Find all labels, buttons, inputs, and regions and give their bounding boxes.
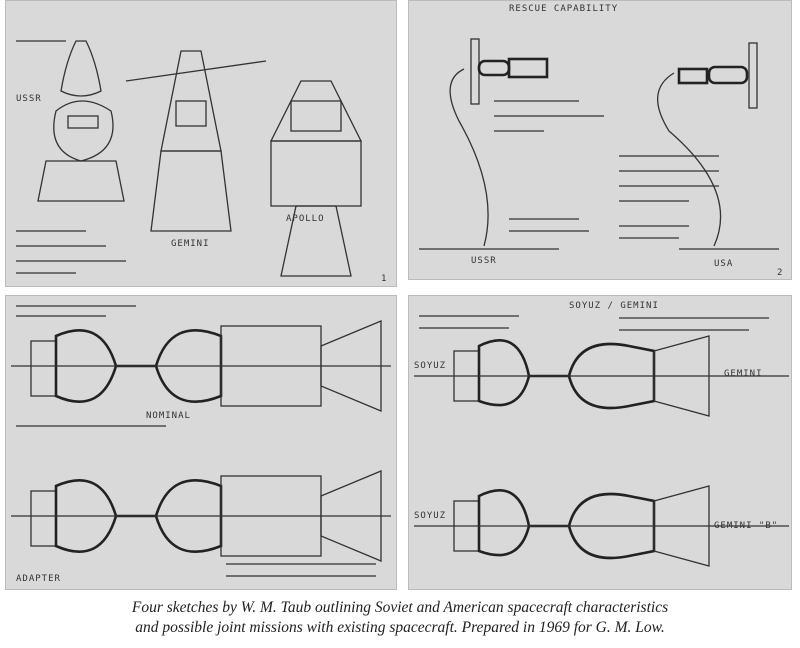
- caption-line-1: Four sketches by W. M. Taub outlining So…: [131, 599, 669, 616]
- page-number: 1: [381, 274, 387, 284]
- label-gemini-b: GEMINI "B": [714, 521, 778, 531]
- label-gemini: GEMINI: [724, 369, 763, 379]
- sketch-spacecraft-comparison: USSR GEMINI APOLLO 1: [5, 0, 397, 287]
- sketch-drawing: RESCUE CAPABILITY USSR USA 2: [419, 4, 783, 278]
- caption-line-2: and possible joint missions with existin…: [135, 619, 665, 636]
- label-nominal: NOMINAL: [146, 411, 191, 421]
- label-ussr: USSR: [16, 94, 42, 104]
- label-gemini: GEMINI: [171, 239, 210, 249]
- sketch-drawing: SOYUZ / GEMINI SOYUZ GEMINI SOYUZ GEMINI…: [414, 301, 789, 567]
- label-apollo: APOLLO: [286, 214, 325, 224]
- label-soyuz: SOYUZ: [414, 361, 446, 371]
- figure-caption: Four sketches by W. M. Taub outlining So…: [0, 598, 800, 638]
- sketch-drawing: NOMINAL ADAPTER: [11, 305, 391, 584]
- sketch-heading: RESCUE CAPABILITY: [509, 4, 618, 14]
- sketch-heading: SOYUZ / GEMINI: [569, 301, 659, 311]
- page-number: 2: [777, 268, 783, 278]
- sketch-rescue-capability: RESCUE CAPABILITY USSR USA 2: [408, 0, 792, 280]
- label-usa: USA: [714, 259, 733, 269]
- sketch-drawing: USSR GEMINI APOLLO 1: [16, 40, 387, 284]
- sketch-docking-configuration: NOMINAL ADAPTER: [5, 295, 397, 590]
- label-ussr: USSR: [471, 256, 497, 266]
- label-adapter: ADAPTER: [16, 574, 61, 584]
- label-soyuz-lower: SOYUZ: [414, 511, 446, 521]
- sketch-soyuz-gemini: SOYUZ / GEMINI SOYUZ GEMINI SOYUZ GEMINI…: [408, 295, 792, 590]
